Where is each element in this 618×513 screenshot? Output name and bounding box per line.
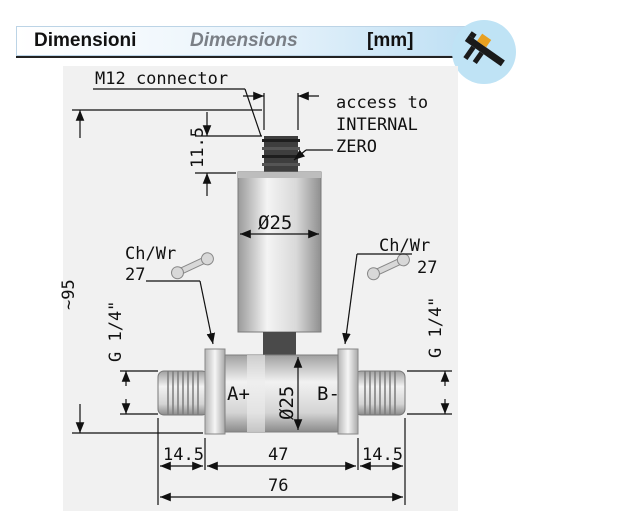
wrench-left-label-line2: 27 bbox=[125, 265, 145, 285]
left-thread-fitting bbox=[157, 370, 209, 416]
access-label-line1: access to bbox=[336, 93, 428, 113]
wrench-right-label-line1: Ch/Wr bbox=[379, 236, 430, 256]
flow-body bbox=[224, 354, 339, 433]
right-thread-fitting bbox=[354, 370, 406, 416]
port-b-label: B- bbox=[317, 383, 340, 405]
wrench-right-icon bbox=[366, 253, 410, 281]
cylinder-collar bbox=[238, 172, 321, 178]
cap-height-dimension: 11.5 bbox=[188, 127, 208, 168]
connector-label: M12 connector bbox=[95, 69, 228, 89]
wrench-left-label-line1: Ch/Wr bbox=[125, 244, 176, 264]
thread-left-label: G 1/4" bbox=[106, 301, 126, 362]
caliper-icon bbox=[452, 20, 516, 84]
sensor-cylinder bbox=[237, 171, 322, 333]
access-label-line3: ZERO bbox=[336, 137, 377, 157]
title-italian: Dimensioni bbox=[34, 30, 137, 51]
left-hex-nut bbox=[204, 348, 226, 435]
title-english: Dimensions bbox=[190, 30, 298, 51]
right-hex-nut bbox=[337, 348, 359, 435]
header-rule bbox=[16, 56, 466, 58]
total-height-dimension: ~95 bbox=[59, 279, 79, 310]
overall-length-dimension: 76 bbox=[268, 476, 288, 496]
right-fitting-dimension: 14.5 bbox=[362, 445, 403, 465]
thread-right-label: G 1/4" bbox=[426, 297, 446, 358]
wrench-left-icon bbox=[170, 252, 214, 280]
left-fitting-dimension: 14.5 bbox=[163, 445, 204, 465]
m12-connector-head bbox=[262, 136, 300, 173]
pipe-diameter-dimension: Ø25 bbox=[276, 386, 298, 420]
dimension-lines bbox=[72, 88, 452, 505]
port-a-label: A+ bbox=[227, 383, 250, 405]
title-bar: Dimensioni Dimensions [mm] bbox=[16, 26, 466, 56]
flow-body-highlight bbox=[247, 355, 265, 432]
wrench-right-label-line2: 27 bbox=[417, 258, 437, 278]
unit-label: [mm] bbox=[367, 30, 414, 51]
access-label-line2: INTERNAL bbox=[336, 115, 418, 135]
body-diameter-dimension: Ø25 bbox=[258, 212, 292, 234]
center-dimension: 47 bbox=[268, 445, 288, 465]
